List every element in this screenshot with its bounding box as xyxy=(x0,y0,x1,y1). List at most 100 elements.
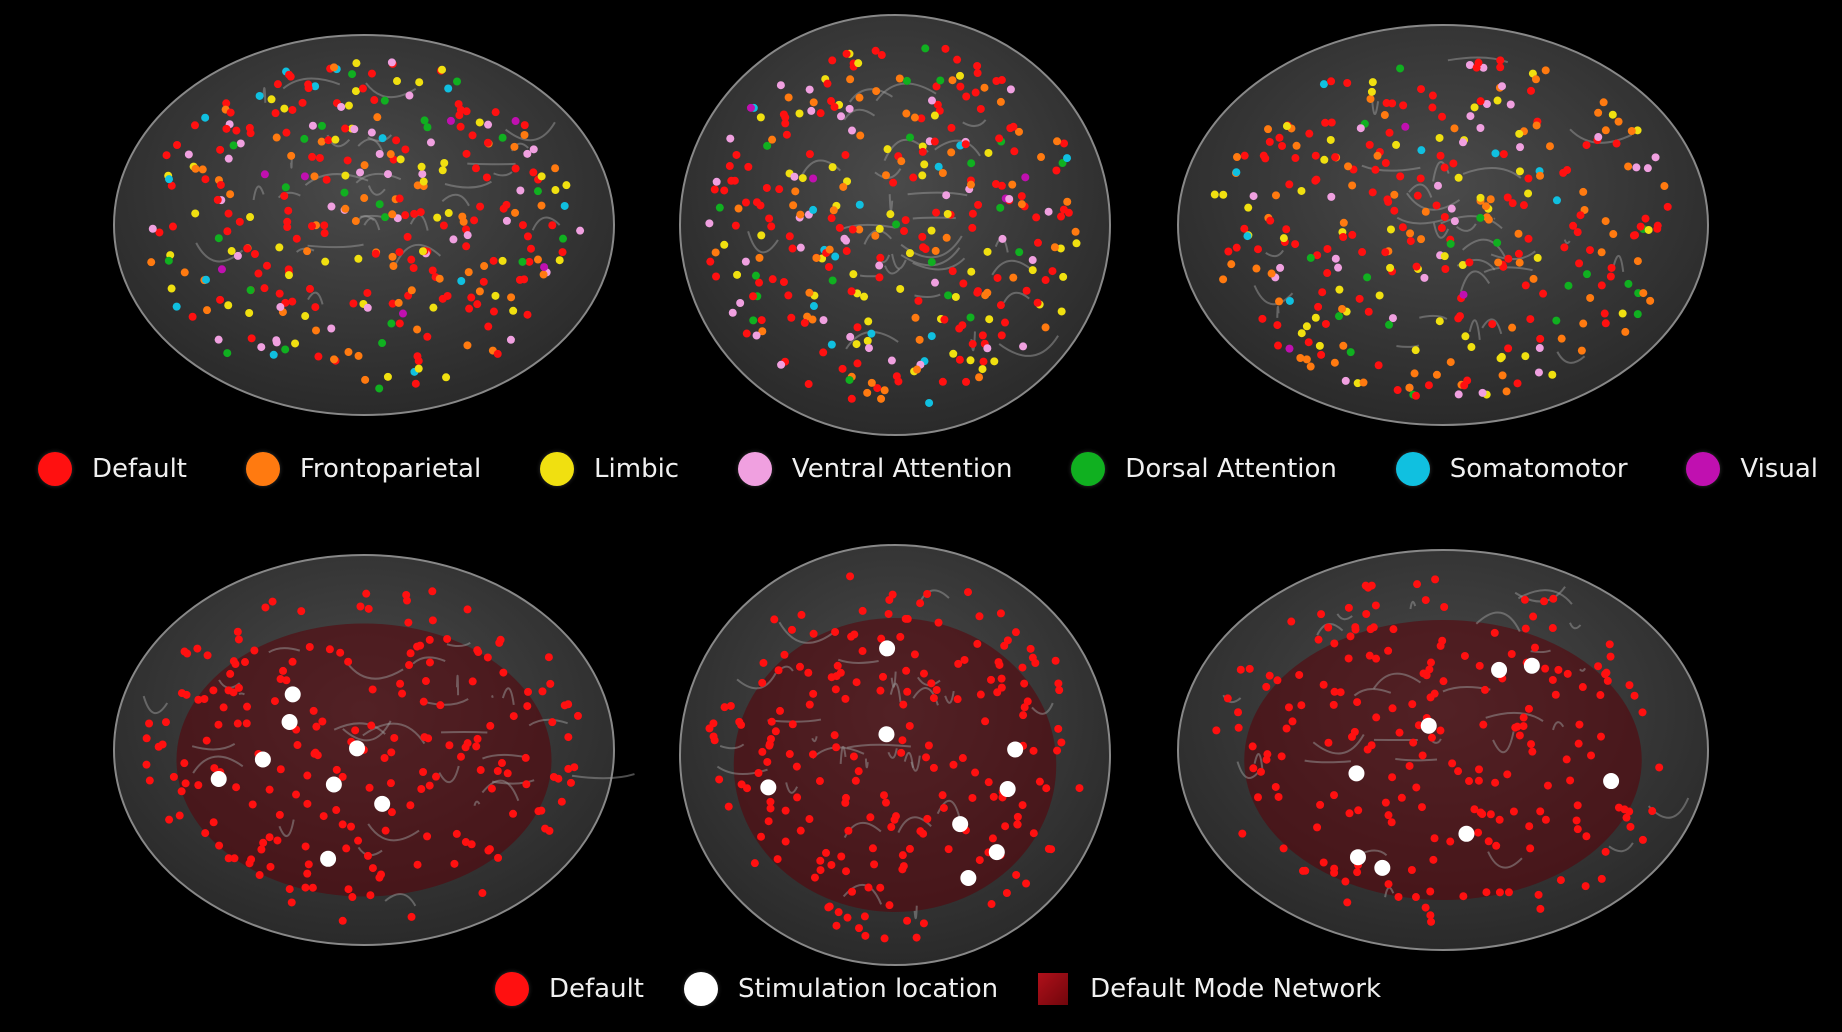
electrode-dot xyxy=(1324,738,1333,747)
electrode-dot xyxy=(468,677,477,686)
electrode-dot xyxy=(785,232,794,241)
electrode-dot xyxy=(520,121,529,130)
electrode-dot xyxy=(942,233,951,242)
electrode-dot xyxy=(260,170,269,179)
electrode-dot xyxy=(275,289,284,298)
electrode-dot xyxy=(431,772,440,781)
electrode-dot xyxy=(815,777,824,786)
electrode-dot xyxy=(881,171,890,180)
electrode-dot xyxy=(1646,296,1655,305)
electrode-dot xyxy=(890,815,899,824)
electrode-dot xyxy=(1633,257,1642,266)
electrode-dot xyxy=(375,149,384,158)
electrode-dot xyxy=(407,255,416,264)
electrode-dot xyxy=(731,221,740,230)
electrode-dot xyxy=(1397,793,1406,802)
electrode-dot xyxy=(1495,888,1504,897)
electrode-dot xyxy=(470,216,479,225)
electrode-dot xyxy=(1493,238,1502,247)
electrode-dot xyxy=(344,101,353,110)
electrode-dot xyxy=(257,343,266,352)
electrode-dot xyxy=(1630,691,1639,700)
electrode-dot xyxy=(395,248,404,257)
electrode-dot xyxy=(1346,632,1355,641)
electrode-dot xyxy=(768,135,777,144)
electrode-dot xyxy=(1330,868,1339,877)
electrode-dot xyxy=(1381,248,1390,257)
gyrus xyxy=(1396,216,1443,225)
electrode-dot xyxy=(962,377,971,386)
electrode-dot xyxy=(1059,205,1068,214)
electrode-dot xyxy=(1581,882,1590,891)
electrode-dot xyxy=(360,194,369,203)
electrode-dot xyxy=(1551,690,1560,699)
electrode-dot xyxy=(930,111,939,120)
electrode-dot xyxy=(877,51,886,60)
gyrus xyxy=(1612,255,1625,272)
electrode-dot xyxy=(366,891,375,900)
electrode-dot xyxy=(710,185,719,194)
electrode-dot xyxy=(475,118,484,127)
electrode-dot xyxy=(834,908,843,917)
electrode-dot xyxy=(1327,77,1336,86)
electrode-dot xyxy=(1454,767,1463,776)
gyrus xyxy=(903,752,915,768)
electrode-dot xyxy=(573,711,582,720)
electrode-dot xyxy=(401,145,410,154)
electrode-dot xyxy=(752,198,761,207)
electrode-dot xyxy=(1057,212,1066,221)
electrode-dot xyxy=(1063,154,1072,163)
electrode-dot xyxy=(404,618,413,627)
gyrus xyxy=(1468,319,1481,340)
electrode-dot xyxy=(976,690,985,699)
electrode-dot xyxy=(1412,262,1421,271)
gyrus xyxy=(278,819,295,837)
gyrus xyxy=(444,180,492,189)
electrode-dot xyxy=(845,375,854,384)
electrode-dot xyxy=(763,757,772,766)
electrode-dot xyxy=(720,186,729,195)
electrode-dot xyxy=(303,799,312,808)
electrode-dot xyxy=(246,286,255,295)
electrode-dot xyxy=(1528,747,1537,756)
gyrus xyxy=(346,662,404,680)
electrode-dot xyxy=(390,733,399,742)
electrode-dot xyxy=(1249,764,1258,773)
electrode-dot xyxy=(351,87,360,96)
electrode-dot xyxy=(833,661,842,670)
limbic-dot-icon xyxy=(540,452,575,486)
gyrus xyxy=(333,722,386,735)
electrode-dot xyxy=(234,683,243,692)
electrode-dot xyxy=(261,603,270,612)
gyrus xyxy=(887,748,898,759)
electrode-dot xyxy=(737,720,746,729)
electrode-dot xyxy=(1399,101,1408,110)
gyrus xyxy=(362,722,426,745)
electrode-dot xyxy=(978,365,987,374)
electrode-dot xyxy=(1356,124,1365,133)
electrode-dot xyxy=(871,231,880,240)
electrode-dot xyxy=(502,216,511,225)
electrode-dot xyxy=(1388,704,1397,713)
electrode-dot xyxy=(1279,234,1288,243)
electrode-dot xyxy=(953,55,962,64)
electrode-dot xyxy=(1017,200,1026,209)
gyrus xyxy=(1461,238,1506,258)
stimulation-location-dot xyxy=(1420,717,1437,734)
electrode-dot xyxy=(1265,671,1274,680)
electrode-dot xyxy=(1534,890,1543,899)
electrode-dot xyxy=(915,335,924,344)
electrode-dot xyxy=(705,219,714,228)
electrode-dot xyxy=(1279,844,1288,853)
electrode-dot xyxy=(303,771,312,780)
electrode-dot xyxy=(973,288,982,297)
electrode-dot xyxy=(1002,888,1011,897)
electrode-dot xyxy=(236,139,245,148)
electrode-dot xyxy=(142,760,151,769)
electrode-dot xyxy=(1605,640,1614,649)
gyrus xyxy=(1530,649,1551,654)
electrode-dot xyxy=(1056,244,1065,253)
electrode-dot xyxy=(1296,354,1305,363)
electrode-dot xyxy=(929,694,938,703)
electrode-dot xyxy=(1359,378,1368,387)
